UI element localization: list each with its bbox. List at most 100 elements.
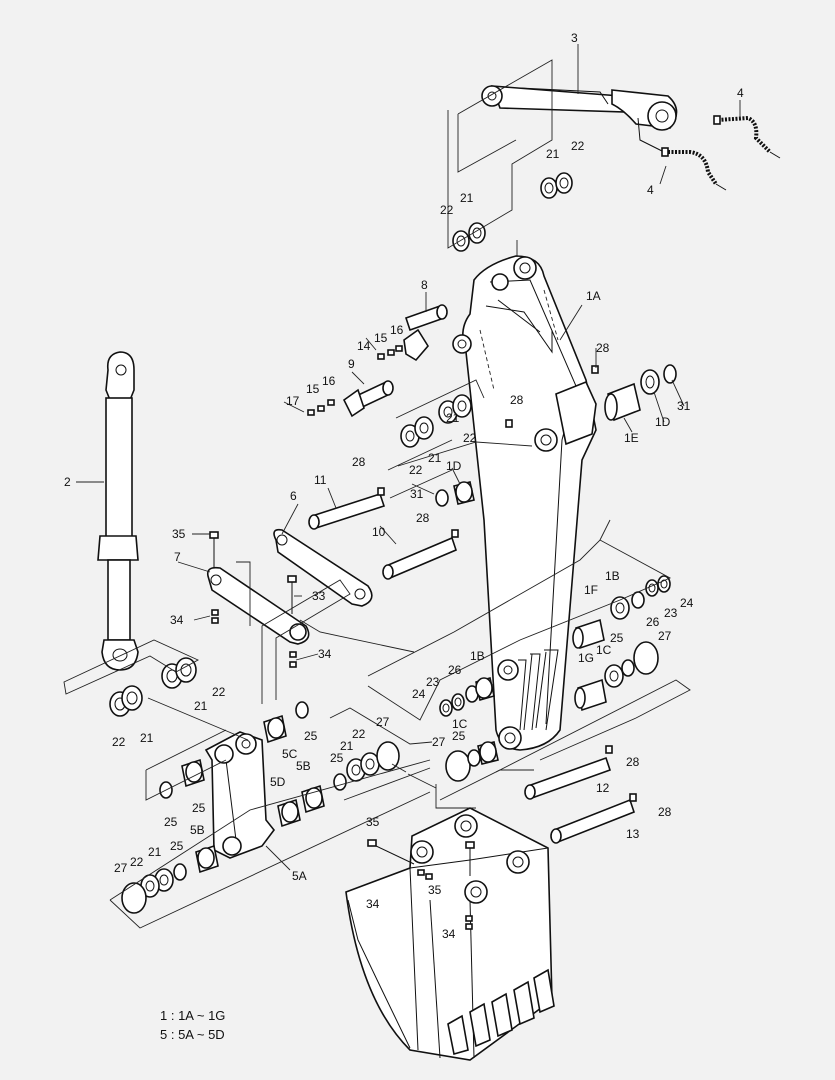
link-6 [273, 528, 373, 607]
label-14: 14 [357, 339, 371, 353]
label-3: 3 [571, 31, 578, 45]
label-27c: 27 [432, 735, 446, 749]
label-4a: 4 [737, 86, 744, 100]
label-2: 2 [64, 475, 71, 489]
label-1G: 1G [578, 651, 594, 665]
label-16b: 16 [322, 374, 336, 388]
label-27a: 27 [658, 629, 672, 643]
label-9: 9 [348, 357, 355, 371]
label-24a: 24 [680, 596, 694, 610]
label-5D: 5D [270, 775, 286, 789]
label-34c: 34 [366, 897, 380, 911]
label-6: 6 [290, 489, 297, 503]
label-1E: 1E [624, 431, 639, 445]
label-21d: 21 [428, 451, 442, 465]
label-11: 11 [314, 473, 327, 487]
label-22a: 22 [571, 139, 585, 153]
label-1F: 1F [584, 583, 598, 597]
label-23b: 23 [426, 675, 440, 689]
bucket [345, 807, 555, 1061]
label-4b: 4 [647, 183, 654, 197]
stopper-plate-upper [403, 328, 429, 362]
label-1A: 1A [586, 289, 601, 303]
label-22h: 22 [130, 855, 144, 869]
link-5A [204, 731, 276, 859]
label-16a: 16 [390, 323, 404, 337]
label-34b: 34 [318, 647, 332, 661]
label-28b: 28 [510, 393, 524, 407]
label-35a: 35 [172, 527, 186, 541]
label-21c: 21 [446, 411, 460, 425]
pins [308, 304, 635, 844]
bolts-nuts [209, 345, 637, 930]
label-33: 33 [312, 589, 326, 603]
label-10: 10 [372, 525, 386, 539]
label-1D_r: 1D [655, 415, 671, 429]
label-31b: 31 [410, 487, 424, 501]
label-22d: 22 [409, 463, 423, 477]
label-22g: 22 [352, 727, 366, 741]
label-21f: 21 [140, 731, 154, 745]
label-13: 13 [626, 827, 640, 841]
label-25d: 25 [452, 729, 466, 743]
label-21a: 21 [546, 147, 560, 161]
label-5A: 5A [292, 869, 307, 883]
label-8: 8 [421, 278, 428, 292]
label-27d: 27 [114, 861, 128, 875]
label-21g: 21 [340, 739, 354, 753]
label-12: 12 [596, 781, 610, 795]
bushings-right [572, 364, 677, 712]
label-34d: 34 [442, 927, 456, 941]
label-35b: 35 [366, 815, 380, 829]
label-21e: 21 [194, 699, 208, 713]
label-26b: 26 [448, 663, 462, 677]
label-34a: 34 [170, 613, 184, 627]
label-7: 7 [174, 550, 181, 564]
legend-line-1: 1 : 1A ~ 1G [160, 1008, 226, 1023]
label-5B_a: 5B [296, 759, 311, 773]
label-25e: 25 [192, 801, 206, 815]
label-25a: 25 [610, 631, 624, 645]
label-28f: 28 [658, 805, 672, 819]
hose-lower [668, 150, 718, 186]
arm-cylinder [481, 85, 678, 131]
label-25b: 25 [304, 729, 318, 743]
label-26a: 26 [646, 615, 660, 629]
label-5C: 5C [282, 747, 298, 761]
stopper-plate-lower [342, 388, 365, 418]
label-1C_r: 1C [596, 643, 612, 657]
label-23a: 23 [664, 606, 678, 620]
label-35c: 35 [428, 883, 442, 897]
leader-lines [63, 44, 741, 929]
arm-1A [452, 255, 597, 751]
label-1C_l: 1C [452, 717, 468, 731]
label-21h: 21 [148, 845, 162, 859]
legend: 1 : 1A ~ 1G 5 : 5A ~ 5D [160, 1006, 225, 1044]
bucket-cylinder [97, 351, 139, 671]
label-15b: 15 [306, 382, 320, 396]
legend-line-2: 5 : 5A ~ 5D [160, 1027, 225, 1042]
hose-upper [717, 115, 772, 154]
label-25f: 25 [164, 815, 178, 829]
label-28d: 28 [416, 511, 430, 525]
label-31a: 31 [677, 399, 691, 413]
label-24b: 24 [412, 687, 426, 701]
label-27b: 27 [376, 715, 390, 729]
label-25c: 25 [330, 751, 344, 765]
label-1B_r: 1B [605, 569, 620, 583]
label-5B_b: 5B [190, 823, 205, 837]
seal-pairs-top [452, 172, 573, 252]
label-25g: 25 [170, 839, 184, 853]
label-28c: 28 [352, 455, 366, 469]
label-1D_l: 1D [446, 459, 462, 473]
label-1B_l: 1B [470, 649, 485, 663]
label-28e: 28 [626, 755, 640, 769]
label-22c: 22 [463, 431, 477, 445]
label-22f: 22 [112, 735, 126, 749]
label-22e: 22 [212, 685, 226, 699]
label-21b: 21 [460, 191, 474, 205]
label-15a: 15 [374, 331, 388, 345]
label-22b: 22 [440, 203, 454, 217]
link-7 [206, 566, 310, 645]
